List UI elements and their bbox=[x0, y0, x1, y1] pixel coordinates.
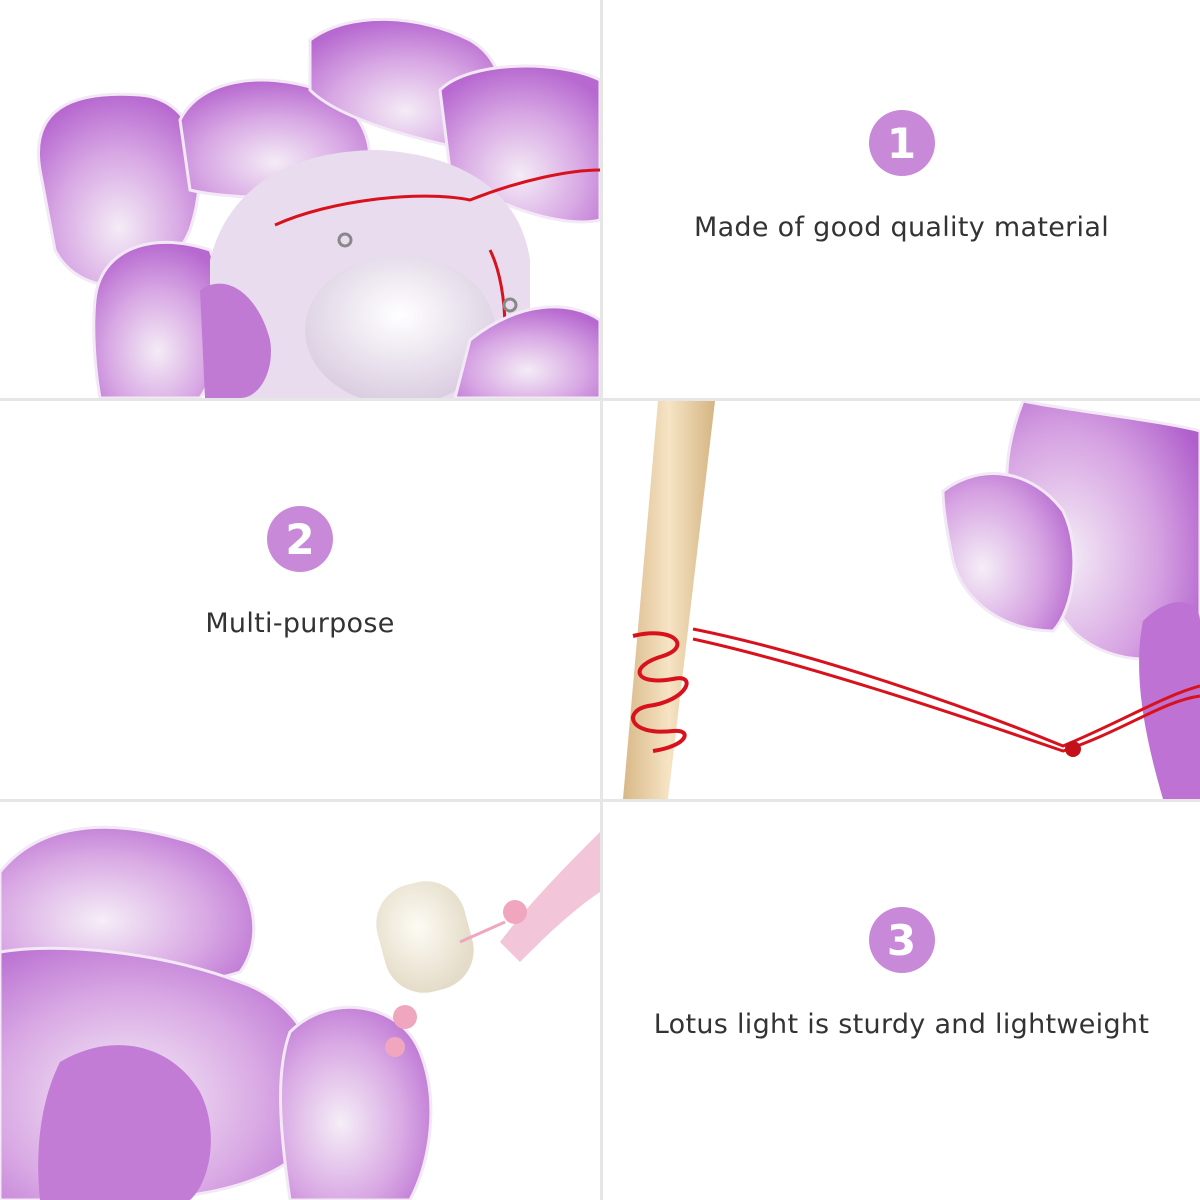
feature-number-badge-3: 3 bbox=[868, 907, 935, 973]
lotus-tassel-image bbox=[0, 802, 600, 1200]
feature-panel-1: 1 Made of good quality material bbox=[603, 0, 1200, 398]
feature-number-badge-2: 2 bbox=[267, 506, 333, 572]
lotus-top-view-image bbox=[0, 0, 600, 398]
lotus-stick-photo bbox=[603, 401, 1200, 799]
feature-caption-2: Multi-purpose bbox=[205, 608, 395, 639]
feature-panel-3: 3 Lotus light is sturdy and lightweight bbox=[603, 802, 1200, 1200]
lotus-top-view-photo bbox=[0, 0, 600, 398]
feature-number-badge-1: 1 bbox=[868, 110, 935, 176]
lotus-tassel-photo bbox=[0, 802, 600, 1200]
lotus-stick-image bbox=[603, 401, 1200, 799]
feature-caption-3: Lotus light is sturdy and lightweight bbox=[653, 1009, 1150, 1040]
feature-caption-1: Made of good quality material bbox=[693, 212, 1110, 243]
feature-panel-2: 2 Multi-purpose bbox=[0, 401, 600, 799]
